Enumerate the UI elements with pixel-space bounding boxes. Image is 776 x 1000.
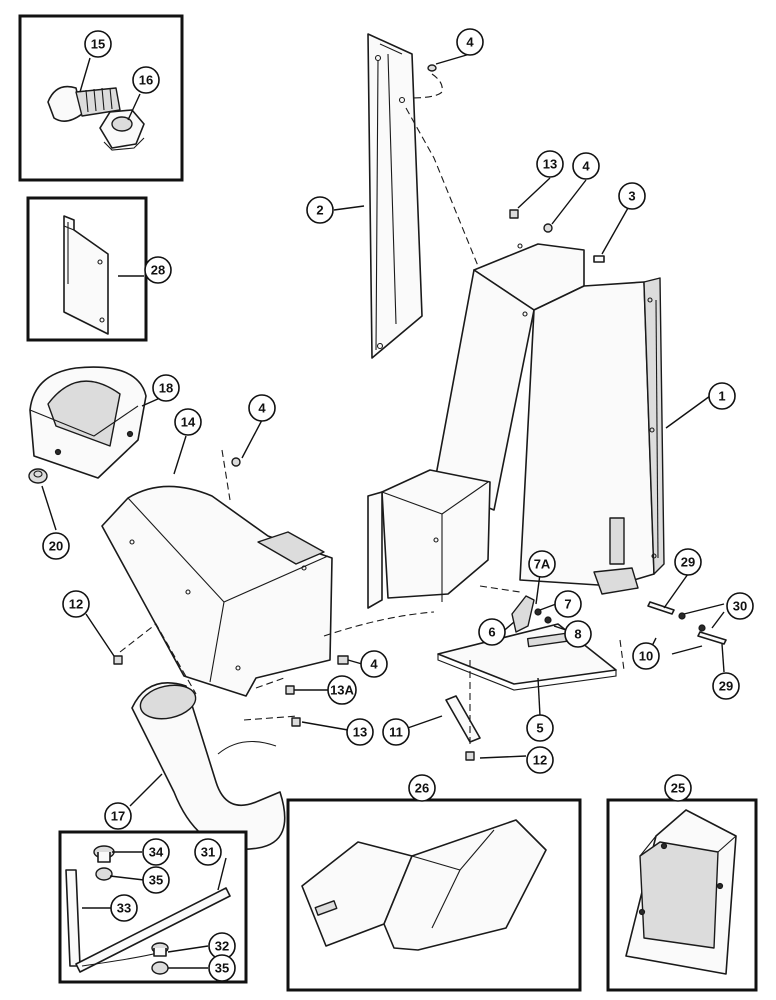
callout-16: 16 [132, 66, 160, 94]
svg-text:13A: 13A [330, 683, 354, 698]
callout-12-low: 12 [526, 746, 554, 774]
svg-text:12: 12 [533, 753, 547, 768]
svg-text:30: 30 [733, 599, 747, 614]
bolt-32-part [151, 942, 169, 957]
callout-4-left: 4 [248, 394, 276, 422]
callout-26: 26 [408, 774, 436, 802]
svg-text:7: 7 [564, 597, 571, 612]
callout-5: 5 [526, 714, 554, 742]
callout-13-top: 13 [536, 150, 564, 178]
callout-8: 8 [564, 620, 592, 648]
callout-7A: 7A [528, 550, 556, 578]
svg-text:4: 4 [582, 159, 590, 174]
callout-18: 18 [152, 374, 180, 402]
svg-text:13: 13 [353, 725, 367, 740]
callout-25: 25 [664, 774, 692, 802]
pin-parts [647, 601, 727, 645]
leader-lines [41, 53, 725, 969]
svg-text:15: 15 [91, 37, 105, 52]
callout-6: 6 [478, 618, 506, 646]
channel-part [367, 33, 423, 359]
svg-text:25: 25 [671, 781, 685, 796]
callout-35-top: 35 [142, 866, 170, 894]
svg-text:2: 2 [316, 203, 323, 218]
carriage-bolt-part [47, 85, 121, 122]
svg-text:16: 16 [139, 73, 153, 88]
svg-text:33: 33 [117, 901, 131, 916]
callout-3: 3 [618, 182, 646, 210]
svg-text:28: 28 [151, 263, 165, 278]
hardware [113, 64, 605, 761]
callout-29-low: 29 [712, 672, 740, 700]
callout-34: 34 [142, 838, 170, 866]
callout-1: 1 [708, 382, 736, 410]
main-chute-part [367, 243, 665, 609]
callout-30: 30 [726, 592, 754, 620]
svg-text:13: 13 [543, 157, 557, 172]
svg-text:12: 12 [69, 597, 83, 612]
svg-text:3: 3 [628, 189, 635, 204]
svg-text:10: 10 [639, 649, 653, 664]
svg-text:31: 31 [201, 845, 215, 860]
strip-part [445, 695, 481, 743]
svg-text:4: 4 [466, 35, 474, 50]
nut-35b-part [151, 961, 169, 975]
svg-text:1: 1 [718, 389, 725, 404]
svg-text:5: 5 [536, 721, 543, 736]
nut-35-part [95, 867, 113, 881]
svg-text:6: 6 [488, 625, 495, 640]
callout-2: 2 [306, 196, 334, 224]
callout-15: 15 [84, 30, 112, 58]
svg-text:35: 35 [149, 873, 163, 888]
inset-plate [26, 196, 148, 342]
callout-31: 31 [194, 838, 222, 866]
svg-text:26: 26 [415, 781, 429, 796]
svg-text:29: 29 [681, 555, 695, 570]
svg-text:8: 8 [574, 627, 581, 642]
svg-text:29: 29 [719, 679, 733, 694]
svg-text:4: 4 [370, 657, 378, 672]
callout-29-top: 29 [674, 548, 702, 576]
inset-small-hopper [606, 798, 758, 992]
callout-4-top: 4 [456, 28, 484, 56]
callout-4-mid: 4 [572, 152, 600, 180]
callout-32: 32 [208, 932, 236, 960]
callout-11: 11 [382, 718, 410, 746]
bushing-part [28, 468, 48, 484]
callout-33: 33 [110, 894, 138, 922]
callout-13A: 13A [327, 675, 357, 705]
svg-text:17: 17 [111, 809, 125, 824]
svg-text:18: 18 [159, 381, 173, 396]
callout-10: 10 [632, 642, 660, 670]
callout-13-low: 13 [346, 718, 374, 746]
chute-elbow-part [101, 485, 333, 697]
svg-text:7A: 7A [534, 557, 551, 572]
spout-pipe-part [131, 682, 286, 850]
bolt-34-part [93, 845, 115, 863]
svg-text:34: 34 [149, 845, 164, 860]
callout-20: 20 [42, 532, 70, 560]
callout-4-low: 4 [360, 650, 388, 678]
callout-28: 28 [144, 256, 172, 284]
svg-text:35: 35 [215, 961, 229, 976]
callout-17: 17 [104, 802, 132, 830]
callout-7: 7 [554, 590, 582, 618]
callout-35-low: 35 [208, 954, 236, 982]
svg-text:32: 32 [215, 939, 229, 954]
inset-large-chute [286, 798, 582, 992]
svg-text:4: 4 [258, 401, 266, 416]
svg-text:14: 14 [181, 415, 196, 430]
callout-12-left: 12 [62, 590, 90, 618]
flange-nut-part [99, 109, 145, 151]
callout-14: 14 [174, 408, 202, 436]
svg-text:11: 11 [389, 725, 403, 740]
latch-part [511, 595, 552, 633]
svg-text:20: 20 [49, 539, 63, 554]
hood-part [29, 366, 147, 479]
